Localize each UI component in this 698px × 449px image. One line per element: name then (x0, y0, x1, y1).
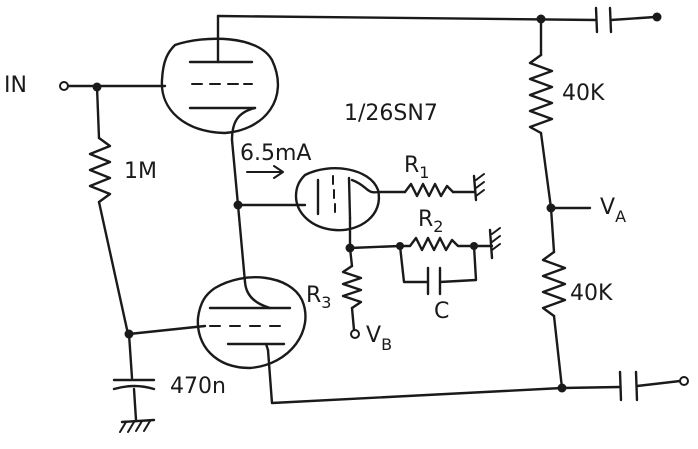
top-rail (216, 6, 662, 34)
label-cap-c: C (434, 299, 449, 324)
label-r2: R2 (418, 207, 443, 236)
bottom-output-lead (560, 385, 622, 390)
label-grid-resistor: 1M (124, 159, 157, 184)
bias-cap-plate-bottom (112, 384, 156, 391)
label-r3: R3 (306, 283, 331, 312)
grid-resistor-lead-top (95, 85, 101, 140)
top-output-cap-plate-left (594, 6, 599, 34)
r-bottom-lead-top (549, 206, 556, 254)
current-arrow-icon (246, 165, 284, 179)
label-r1: R1 (404, 153, 429, 182)
bottom-output-cap-plate-left (618, 370, 623, 402)
r2-ground-bar (488, 228, 494, 260)
third-triode-envelope (294, 167, 381, 232)
upper-triode (160, 14, 280, 142)
lower-plate-lead (243, 280, 272, 310)
label-resistor-40k-bottom: 40K (570, 281, 613, 306)
grid-resistor-lead-bottom (97, 200, 130, 336)
r3-lead-bottom (350, 306, 356, 332)
r2-ground-icon (491, 227, 501, 251)
r1-ground-icon (475, 173, 485, 197)
lower-triode (196, 276, 307, 370)
resistor-40k-bottom (541, 250, 567, 318)
label-current: 6.5mA (240, 141, 311, 166)
top-output-wire (609, 15, 657, 22)
bottom-rail (266, 348, 689, 405)
third-triode (294, 167, 501, 339)
resistor-r2 (398, 236, 476, 252)
top-output-terminal (652, 12, 662, 22)
label-vb: VB (366, 323, 392, 354)
third-triode-grid (332, 175, 336, 213)
third-triode-heater (350, 178, 380, 194)
upper-triode-envelope (160, 37, 280, 135)
label-tube-type: 1/26SN7 (344, 101, 438, 126)
ground-icon (119, 420, 151, 433)
labels: IN 1M 1/26SN7 6.5mA R1 R2 R3 C 40K 40K V… (4, 73, 626, 399)
ground-bar (120, 418, 156, 424)
r3-lead-top (348, 246, 354, 268)
label-bias-cap: 470n (170, 374, 226, 399)
input-section (59, 81, 207, 433)
bias-cap-lead-bottom (132, 387, 138, 422)
cap-c-left-lead (398, 244, 430, 284)
upper-cathode-lead (230, 106, 257, 142)
third-triode-cathode (347, 176, 352, 220)
lower-cathode-lead (264, 342, 270, 352)
vb-terminal (350, 329, 360, 339)
centre-node (230, 138, 307, 284)
label-va: VA (600, 195, 626, 226)
bottom-output-wire (635, 379, 682, 388)
right-divider (528, 17, 592, 393)
label-resistor-40k-top: 40K (562, 81, 605, 106)
cap-c-right-lead (438, 244, 478, 284)
label-input: IN (4, 73, 27, 98)
resistor-r1 (403, 182, 455, 198)
grid-resistor-1m (88, 136, 112, 204)
bias-cap-lead-top (127, 332, 134, 380)
bias-to-lower-grid-wire (127, 324, 207, 336)
r-bottom-lead-bottom (552, 314, 564, 390)
bottom-rail-wire (266, 348, 564, 405)
cathode-to-r2-wire (348, 244, 402, 250)
resistor-r3 (341, 264, 363, 310)
resistor-40k-top (528, 53, 554, 135)
r-top-lead-bottom (539, 131, 553, 210)
top-rail-wire (216, 14, 598, 22)
lower-triode-envelope (196, 276, 307, 370)
bottom-output-terminal (679, 376, 689, 386)
